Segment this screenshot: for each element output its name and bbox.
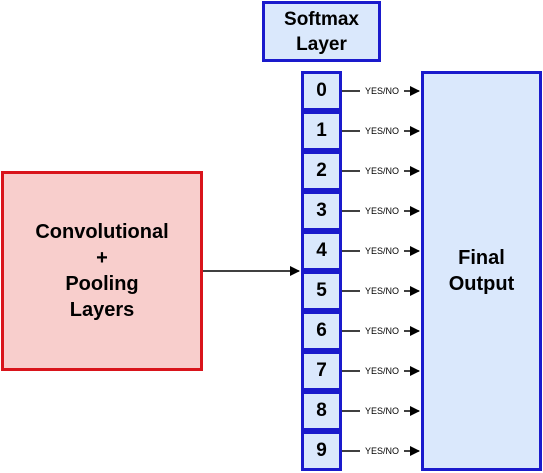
yes-no-label-5: YES/NO [360, 286, 404, 296]
softmax-cell-6: 6 [301, 311, 342, 351]
yes-no-label-2: YES/NO [360, 166, 404, 176]
softmax-cell-5: 5 [301, 271, 342, 311]
softmax-title-line1: Softmax [284, 8, 359, 30]
final-output-line2: Output [448, 273, 515, 295]
conv-pooling-block: Convolutional + Pooling Layers [1, 171, 203, 371]
softmax-cell-2: 2 [301, 151, 342, 191]
yes-no-label-1: YES/NO [360, 126, 404, 136]
final-output-box: Final Output [421, 71, 542, 471]
yes-no-label-0: YES/NO [360, 86, 404, 96]
conv-label-line4: Layers [69, 299, 135, 321]
softmax-cell-7: 7 [301, 351, 342, 391]
conv-label-line1: Convolutional [35, 221, 169, 243]
yes-no-label-4: YES/NO [360, 246, 404, 256]
yes-no-label-3: YES/NO [360, 206, 404, 216]
softmax-cell-9: 9 [301, 431, 342, 471]
softmax-cell-8: 8 [301, 391, 342, 431]
softmax-cell-1: 1 [301, 111, 342, 151]
softmax-title-box: Softmax Layer [262, 1, 381, 62]
softmax-cell-4: 4 [301, 231, 342, 271]
yes-no-label-7: YES/NO [360, 366, 404, 376]
conv-label-line3: Pooling [65, 273, 139, 295]
final-output-line1: Final [458, 247, 505, 269]
yes-no-label-8: YES/NO [360, 406, 404, 416]
softmax-title-line2: Layer [296, 33, 347, 55]
softmax-cell-3: 3 [301, 191, 342, 231]
yes-no-label-6: YES/NO [360, 326, 404, 336]
yes-no-label-9: YES/NO [360, 446, 404, 456]
conv-label-line2: + [96, 247, 108, 269]
softmax-cell-0: 0 [301, 71, 342, 111]
